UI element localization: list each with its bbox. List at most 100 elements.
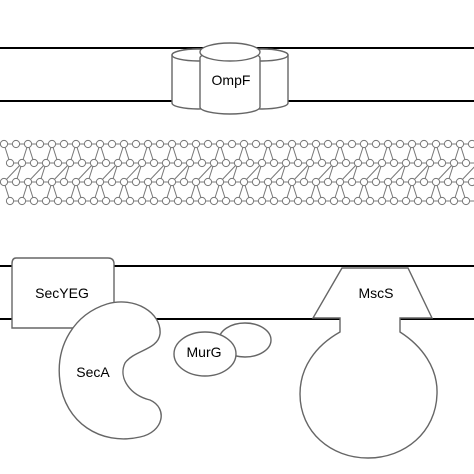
sugar-node bbox=[419, 177, 429, 187]
peptide-crosslink bbox=[219, 162, 239, 183]
sugar-node bbox=[119, 139, 129, 149]
sugar-node bbox=[275, 177, 285, 187]
sugar-node bbox=[167, 139, 177, 149]
sugar-node bbox=[467, 139, 474, 149]
sugar-node bbox=[257, 158, 267, 168]
sugar-node bbox=[371, 177, 381, 187]
peptide-crosslink bbox=[51, 162, 71, 183]
sugar-node bbox=[347, 139, 357, 149]
sugar-node bbox=[245, 196, 255, 206]
sugar-node bbox=[197, 196, 207, 206]
sugar-node bbox=[239, 177, 249, 187]
sugar-node bbox=[5, 196, 15, 206]
sugar-node bbox=[383, 177, 393, 187]
ompf-label: OmpF bbox=[212, 72, 251, 88]
sugar-node bbox=[143, 177, 153, 187]
murg-lobe-left bbox=[173, 331, 237, 377]
sugar-node bbox=[113, 158, 123, 168]
sugar-node bbox=[359, 177, 369, 187]
peptide-crosslink bbox=[195, 162, 215, 183]
sugar-node bbox=[35, 139, 45, 149]
sugar-node bbox=[131, 177, 141, 187]
sugar-node bbox=[443, 177, 453, 187]
seca-protein: SecA bbox=[58, 301, 162, 440]
sugar-node bbox=[431, 139, 441, 149]
sugar-node bbox=[59, 177, 69, 187]
sugar-node bbox=[113, 196, 123, 206]
sugar-node bbox=[155, 177, 165, 187]
sugar-node bbox=[143, 139, 153, 149]
sugar-node bbox=[461, 158, 471, 168]
sugar-node bbox=[383, 139, 393, 149]
mscs-shape bbox=[299, 267, 438, 459]
sugar-node bbox=[17, 196, 27, 206]
mscs-protein: MscS bbox=[299, 267, 438, 459]
peptide-crosslink bbox=[3, 162, 23, 183]
sugar-node bbox=[437, 196, 447, 206]
sugar-node bbox=[269, 196, 279, 206]
sugar-node bbox=[59, 139, 69, 149]
sugar-node bbox=[287, 177, 297, 187]
sugar-node bbox=[185, 196, 195, 206]
mscs-label: MscS bbox=[359, 285, 394, 301]
sugar-node bbox=[293, 196, 303, 206]
peptide-crosslink bbox=[435, 162, 455, 183]
sugar-node bbox=[335, 139, 345, 149]
sugar-node bbox=[425, 158, 435, 168]
sugar-node bbox=[203, 139, 213, 149]
sugar-node bbox=[209, 196, 219, 206]
sugar-node bbox=[329, 196, 339, 206]
sugar-node bbox=[461, 196, 471, 206]
sugar-node bbox=[167, 177, 177, 187]
peptide-crosslink bbox=[291, 162, 311, 183]
peptide-crosslink bbox=[363, 162, 383, 183]
sugar-node bbox=[0, 177, 9, 187]
sugar-node bbox=[293, 158, 303, 168]
ompf-protein: OmpF bbox=[171, 42, 289, 115]
sugar-node bbox=[77, 196, 87, 206]
sugar-node bbox=[329, 158, 339, 168]
seca-shape bbox=[58, 301, 162, 440]
sugar-node bbox=[29, 158, 39, 168]
sugar-node bbox=[257, 196, 267, 206]
sugar-node bbox=[233, 196, 243, 206]
sugar-node bbox=[371, 139, 381, 149]
sugar-node bbox=[23, 177, 33, 187]
sugar-node bbox=[299, 177, 309, 187]
sugar-node bbox=[65, 158, 75, 168]
sugar-node bbox=[335, 177, 345, 187]
sugar-node bbox=[161, 196, 171, 206]
sugar-node bbox=[395, 177, 405, 187]
sugar-node bbox=[179, 177, 189, 187]
sugar-node bbox=[47, 139, 57, 149]
sugar-node bbox=[101, 196, 111, 206]
sugar-node bbox=[281, 196, 291, 206]
peptide-crosslink bbox=[267, 162, 287, 183]
sugar-node bbox=[197, 158, 207, 168]
sugar-node bbox=[173, 158, 183, 168]
sugar-node bbox=[221, 196, 231, 206]
sugar-node bbox=[467, 177, 474, 187]
peptide-crosslink bbox=[243, 162, 263, 183]
sugar-node bbox=[443, 139, 453, 149]
sugar-node bbox=[71, 177, 81, 187]
sugar-node bbox=[251, 139, 261, 149]
sugar-node bbox=[389, 196, 399, 206]
secyeg-label: SecYEG bbox=[35, 285, 89, 301]
murg-protein: MurG bbox=[173, 322, 272, 377]
sugar-node bbox=[227, 177, 237, 187]
sugar-node bbox=[209, 158, 219, 168]
peptide-crosslink bbox=[339, 162, 359, 183]
sugar-node bbox=[407, 177, 417, 187]
sugar-node bbox=[11, 177, 21, 187]
sugar-node bbox=[401, 158, 411, 168]
sugar-node bbox=[431, 177, 441, 187]
sugar-node bbox=[185, 158, 195, 168]
peptide-crosslink bbox=[99, 162, 119, 183]
sugar-node bbox=[341, 158, 351, 168]
sugar-node bbox=[299, 139, 309, 149]
sugar-node bbox=[215, 177, 225, 187]
sugar-node bbox=[227, 139, 237, 149]
sugar-node bbox=[77, 158, 87, 168]
sugar-node bbox=[305, 158, 315, 168]
